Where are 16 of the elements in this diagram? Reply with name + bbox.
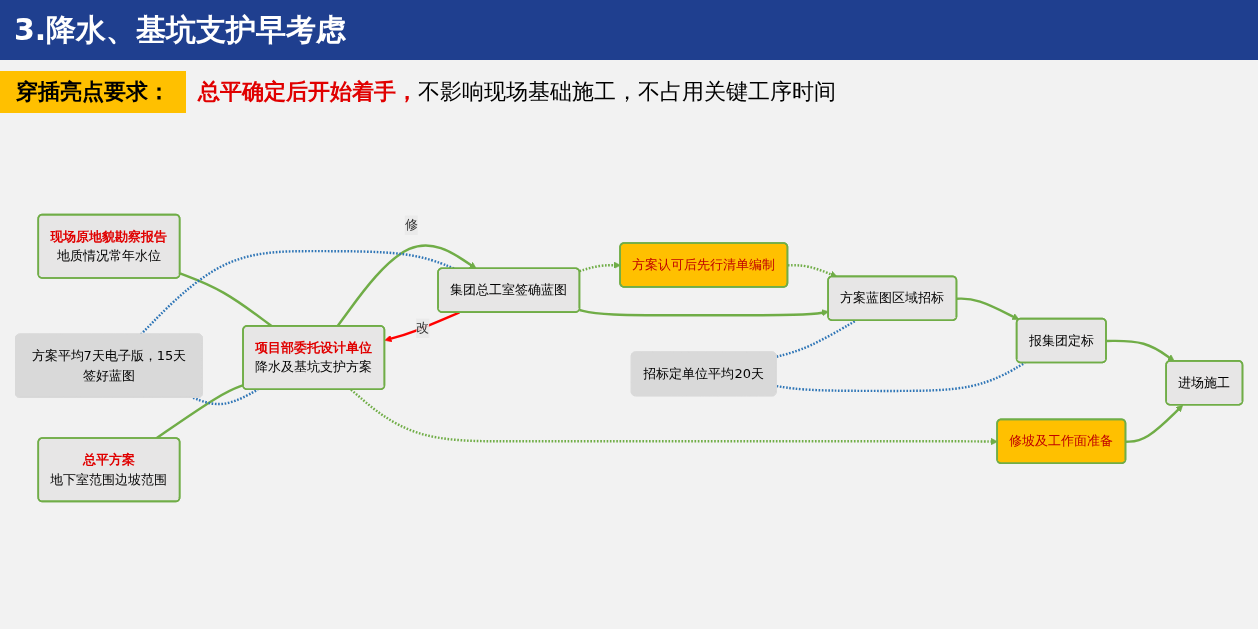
slide-title: 3.降水、基坑支护早考虑 (0, 0, 1258, 60)
arrow (350, 388, 998, 446)
edge-label: 修 (404, 217, 418, 233)
arrow (579, 261, 621, 273)
arrow (956, 297, 1020, 320)
requirement-tag: 穿插亮点要求： (0, 71, 186, 113)
arrow (579, 308, 829, 317)
arrow (1106, 339, 1175, 362)
connector (776, 361, 1026, 393)
arrow (384, 311, 460, 343)
arrow (1125, 404, 1184, 443)
edge-label: 改 (416, 320, 430, 336)
connector (192, 388, 259, 406)
requirement-text: 总平确定后开始着手，不影响现场基础施工，不占用关键工序时间 (198, 78, 836, 106)
connector (776, 319, 857, 358)
connector (155, 384, 244, 440)
